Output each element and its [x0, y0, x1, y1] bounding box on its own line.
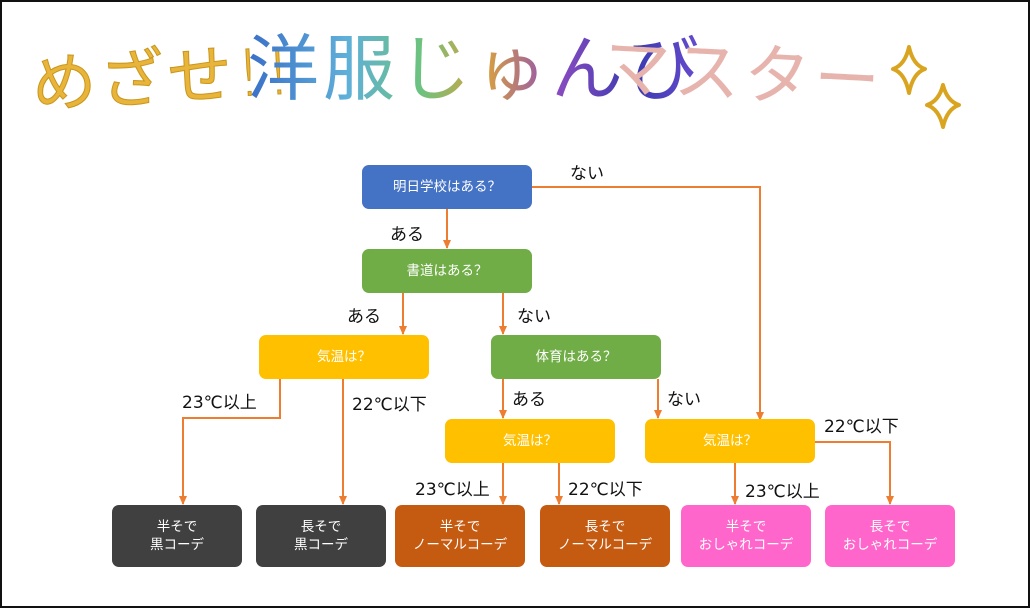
- result-short-fancy: 半そで おしゃれコーデ: [681, 505, 811, 567]
- label-pe-no: ない: [667, 390, 701, 410]
- label-calligraphy-no: ない: [517, 307, 551, 327]
- label-temp2-low: 22℃以下: [568, 480, 643, 500]
- arrow-school-no: [532, 186, 764, 421]
- label-temp1-high: 23℃以上: [182, 393, 257, 413]
- result-long-fancy: 長そで おしゃれコーデ: [825, 505, 955, 567]
- result-short-black: 半そで 黒コーデ: [112, 505, 242, 567]
- label-temp3-high: 23℃以上: [745, 482, 820, 502]
- node-pe: 体育はある？: [491, 335, 661, 379]
- node-school: 明日学校はある？: [362, 165, 532, 209]
- label-calligraphy-yes: ある: [347, 307, 381, 327]
- label-school-yes: ある: [390, 225, 424, 245]
- arrow-temp1-high: [179, 379, 281, 505]
- node-calligraphy: 書道はある？: [362, 249, 532, 293]
- label-temp3-low: 22℃以下: [824, 417, 899, 437]
- title-part-2: 洋服じゅんび: [247, 24, 703, 114]
- title-banner: めざせ!! 洋服じゅんび マスター: [30, 14, 992, 134]
- sparkle-icon: [891, 45, 961, 129]
- label-temp2-high: 23℃以上: [415, 480, 490, 500]
- label-school-no: ない: [570, 164, 604, 184]
- label-temp1-low: 22℃以下: [352, 395, 427, 415]
- node-temp3: 気温は？: [645, 419, 815, 463]
- result-short-normal: 半そで ノーマルコーデ: [395, 505, 525, 567]
- result-long-black: 長そで 黒コーデ: [256, 505, 386, 567]
- result-long-normal: 長そで ノーマルコーデ: [540, 505, 670, 567]
- node-temp1: 気温は？: [259, 335, 429, 379]
- label-pe-yes: ある: [512, 390, 546, 410]
- node-temp2: 気温は？: [445, 419, 615, 463]
- arrow-temp3-low: [815, 441, 894, 505]
